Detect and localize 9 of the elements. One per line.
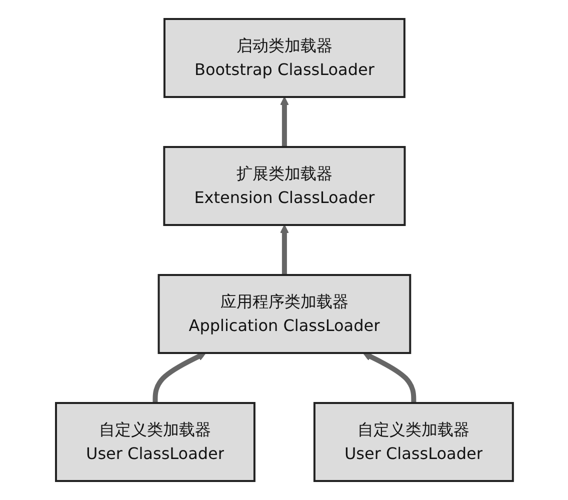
node-box: 应用程序类加载器 Application ClassLoader (157, 274, 411, 354)
node-box: 自定义类加载器 User ClassLoader (54, 402, 255, 482)
arrow (152, 352, 206, 403)
arrow (362, 352, 416, 403)
node-box: 启动类加载器 Bootstrap ClassLoader (163, 18, 405, 98)
arrow (280, 224, 288, 275)
node-box: 自定义类加载器 User ClassLoader (313, 402, 514, 482)
node-box: 扩展类加载器 Extension ClassLoader (162, 146, 406, 226)
arrow (280, 96, 288, 147)
